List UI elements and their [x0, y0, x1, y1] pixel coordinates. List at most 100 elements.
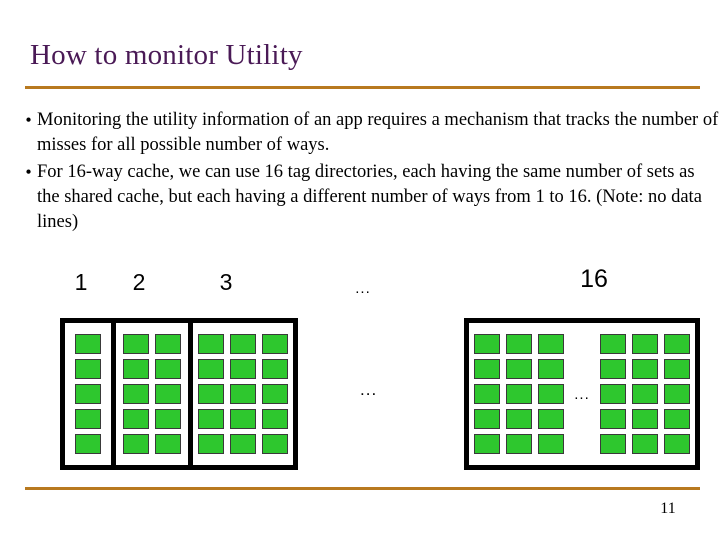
tag-directory-3	[188, 323, 293, 465]
directory-label-2: 2	[132, 269, 146, 295]
way-columns-left	[474, 334, 565, 454]
tag-entry	[198, 434, 224, 454]
list-item: • For 16-way cache, we can use 16 tag di…	[20, 160, 720, 235]
directory-label-3: 3	[219, 269, 233, 295]
tag-entry	[506, 434, 533, 454]
way-column	[230, 334, 256, 454]
way-columns	[122, 334, 181, 454]
bullet-marker: •	[25, 162, 32, 182]
way-column	[154, 334, 181, 454]
tag-entry	[154, 409, 181, 429]
tag-entry	[599, 359, 626, 379]
tag-entry	[538, 334, 565, 354]
tag-directory-16: ...	[474, 323, 690, 465]
tag-entry	[74, 409, 101, 429]
tag-entry	[262, 334, 288, 354]
tag-entry	[74, 359, 101, 379]
tag-entry	[230, 334, 256, 354]
tag-entry	[474, 359, 501, 379]
tag-entry	[74, 434, 101, 454]
tag-entry	[538, 409, 565, 429]
tag-entry	[538, 384, 565, 404]
way-column	[631, 334, 658, 454]
tag-entry	[262, 409, 288, 429]
tag-entry	[262, 434, 288, 454]
way-column	[262, 334, 288, 454]
way-column	[198, 334, 224, 454]
tag-entry	[663, 434, 690, 454]
tag-directory-2	[110, 323, 188, 465]
tag-entry	[198, 409, 224, 429]
tag-entry	[663, 409, 690, 429]
tag-entry	[198, 359, 224, 379]
tag-entry	[474, 334, 501, 354]
footer-divider-rule	[25, 487, 700, 490]
tag-entry	[631, 359, 658, 379]
directory-label-ellipsis: ...	[355, 280, 371, 297]
tag-entry	[538, 434, 565, 454]
tag-entry	[631, 384, 658, 404]
tag-entry	[154, 359, 181, 379]
way-column	[122, 334, 149, 454]
way-column	[538, 334, 565, 454]
tag-entry	[154, 384, 181, 404]
way-column	[474, 334, 501, 454]
tag-entry	[506, 409, 533, 429]
tag-entry	[599, 434, 626, 454]
tag-entry	[74, 334, 101, 354]
tag-entry	[230, 434, 256, 454]
bullet-text: Monitoring the utility information of an…	[37, 110, 719, 155]
tag-entry	[198, 384, 224, 404]
way-column	[599, 334, 626, 454]
tag-entry	[599, 409, 626, 429]
tag-directory-group-16: ...	[464, 318, 700, 470]
way-column	[506, 334, 533, 454]
tag-entry	[599, 334, 626, 354]
tag-entry	[599, 384, 626, 404]
tag-entry	[631, 434, 658, 454]
tag-entry	[506, 359, 533, 379]
tag-entry	[506, 334, 533, 354]
tag-entry	[262, 359, 288, 379]
tag-entry	[474, 409, 501, 429]
page-number: 11	[660, 500, 676, 517]
tag-entry	[506, 384, 533, 404]
tag-entry	[538, 359, 565, 379]
way-columns	[74, 334, 101, 454]
directory-16-inner-ellipsis: ...	[574, 385, 590, 403]
tag-entry	[631, 334, 658, 354]
bullet-marker: •	[25, 110, 32, 130]
tag-entry	[663, 334, 690, 354]
between-groups-ellipsis: ...	[360, 380, 378, 399]
tag-entry	[230, 384, 256, 404]
tag-entry	[262, 384, 288, 404]
tag-directory-1	[65, 323, 111, 465]
bullet-list: • Monitoring the utility information of …	[20, 108, 720, 237]
directory-label-16: 16	[580, 265, 608, 293]
tag-entry	[122, 409, 149, 429]
tag-entry	[198, 334, 224, 354]
bullet-text: For 16-way cache, we can use 16 tag dire…	[37, 162, 702, 232]
tag-entry	[122, 334, 149, 354]
way-columns-right	[599, 334, 690, 454]
tag-entry	[474, 434, 501, 454]
tag-entry	[631, 409, 658, 429]
tag-entry	[74, 384, 101, 404]
page-title: How to monitor Utility	[30, 39, 303, 71]
tag-entry	[663, 359, 690, 379]
tag-entry	[154, 334, 181, 354]
tag-entry	[122, 434, 149, 454]
tag-entry	[230, 359, 256, 379]
tag-entry	[474, 384, 501, 404]
way-column	[663, 334, 690, 454]
tag-entry	[122, 359, 149, 379]
tag-entry	[122, 384, 149, 404]
way-column	[74, 334, 101, 454]
way-columns	[198, 334, 288, 454]
directory-label-1: 1	[74, 269, 88, 295]
title-divider-rule	[25, 86, 700, 89]
list-item: • Monitoring the utility information of …	[20, 108, 720, 158]
tag-entry	[154, 434, 181, 454]
